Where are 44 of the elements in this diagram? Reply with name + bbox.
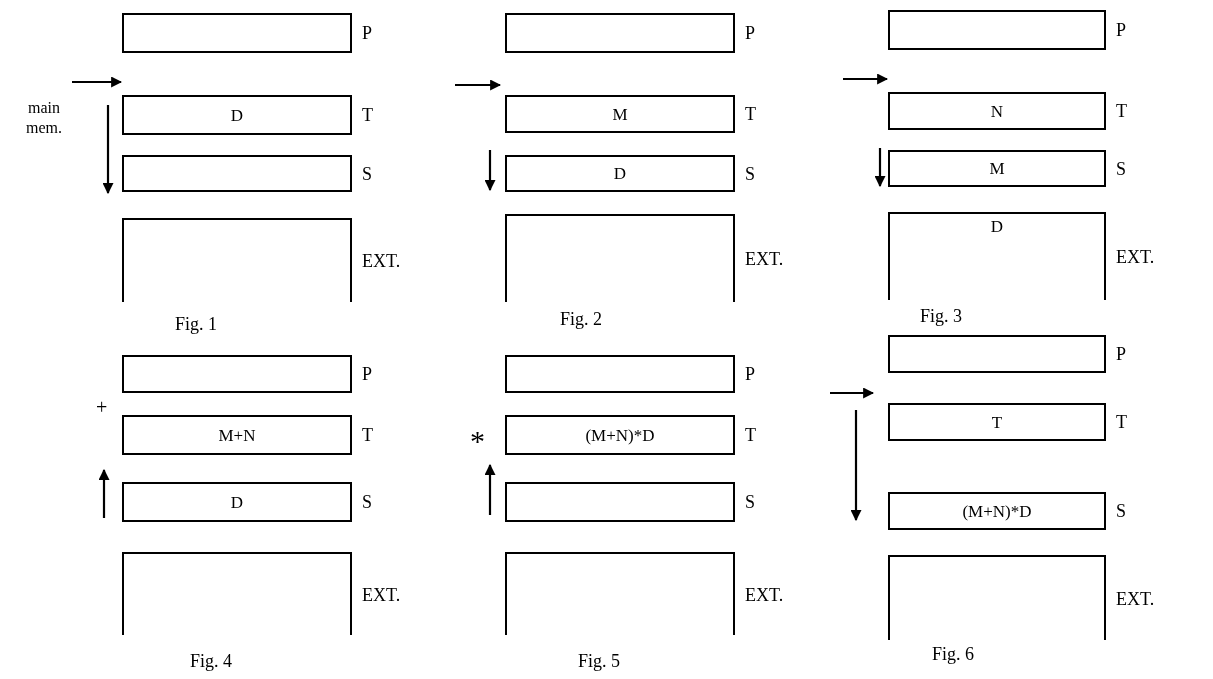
figure-caption: Fig. 2 [560, 308, 602, 331]
register-name: P [1116, 21, 1126, 39]
register-name: EXT. [745, 585, 784, 604]
figure-caption: Fig. 4 [190, 650, 232, 673]
box-content: D [230, 493, 244, 511]
register-name: P [362, 24, 372, 42]
register-name: T [1116, 413, 1127, 431]
register-name: S [362, 493, 372, 511]
register-name: T [1116, 102, 1127, 120]
register-name: P [1116, 345, 1126, 363]
operator-sign: * [470, 423, 485, 459]
register-name: EXT. [362, 252, 401, 270]
figure-caption: Fig. 3 [920, 305, 962, 328]
box-content: M [612, 105, 628, 123]
register-name: S [1116, 502, 1126, 520]
note-text: main mem. [25, 98, 63, 138]
box-content: D [990, 218, 1004, 235]
box-content: M+N [218, 426, 256, 444]
register-name: P [745, 24, 755, 42]
figure-caption: Fig. 5 [578, 650, 620, 673]
register-name: S [1116, 159, 1126, 178]
register-name: T [362, 106, 373, 124]
box-content: N [990, 102, 1004, 120]
register-name: T [745, 426, 756, 444]
register-name: T [745, 105, 756, 123]
box-content: (M+N)*D [962, 502, 1032, 520]
register-name: S [745, 493, 755, 511]
register-name: EXT. [362, 585, 401, 604]
figure-caption: Fig. 1 [175, 313, 217, 336]
box-content: T [991, 413, 1003, 431]
box-content: M [989, 160, 1005, 177]
register-name: T [362, 426, 373, 444]
register-name: EXT. [1116, 589, 1155, 608]
register-name: P [745, 365, 755, 383]
box-content: (M+N)*D [585, 426, 655, 444]
register-name: S [362, 164, 372, 183]
figure-caption: Fig. 6 [932, 643, 974, 666]
register-name: EXT. [1116, 248, 1155, 266]
register-name: P [362, 365, 372, 383]
box-content: D [613, 165, 627, 182]
box-content: D [230, 106, 244, 124]
register-name: EXT. [745, 250, 784, 268]
operator-sign: + [96, 395, 108, 420]
register-name: S [745, 164, 755, 183]
